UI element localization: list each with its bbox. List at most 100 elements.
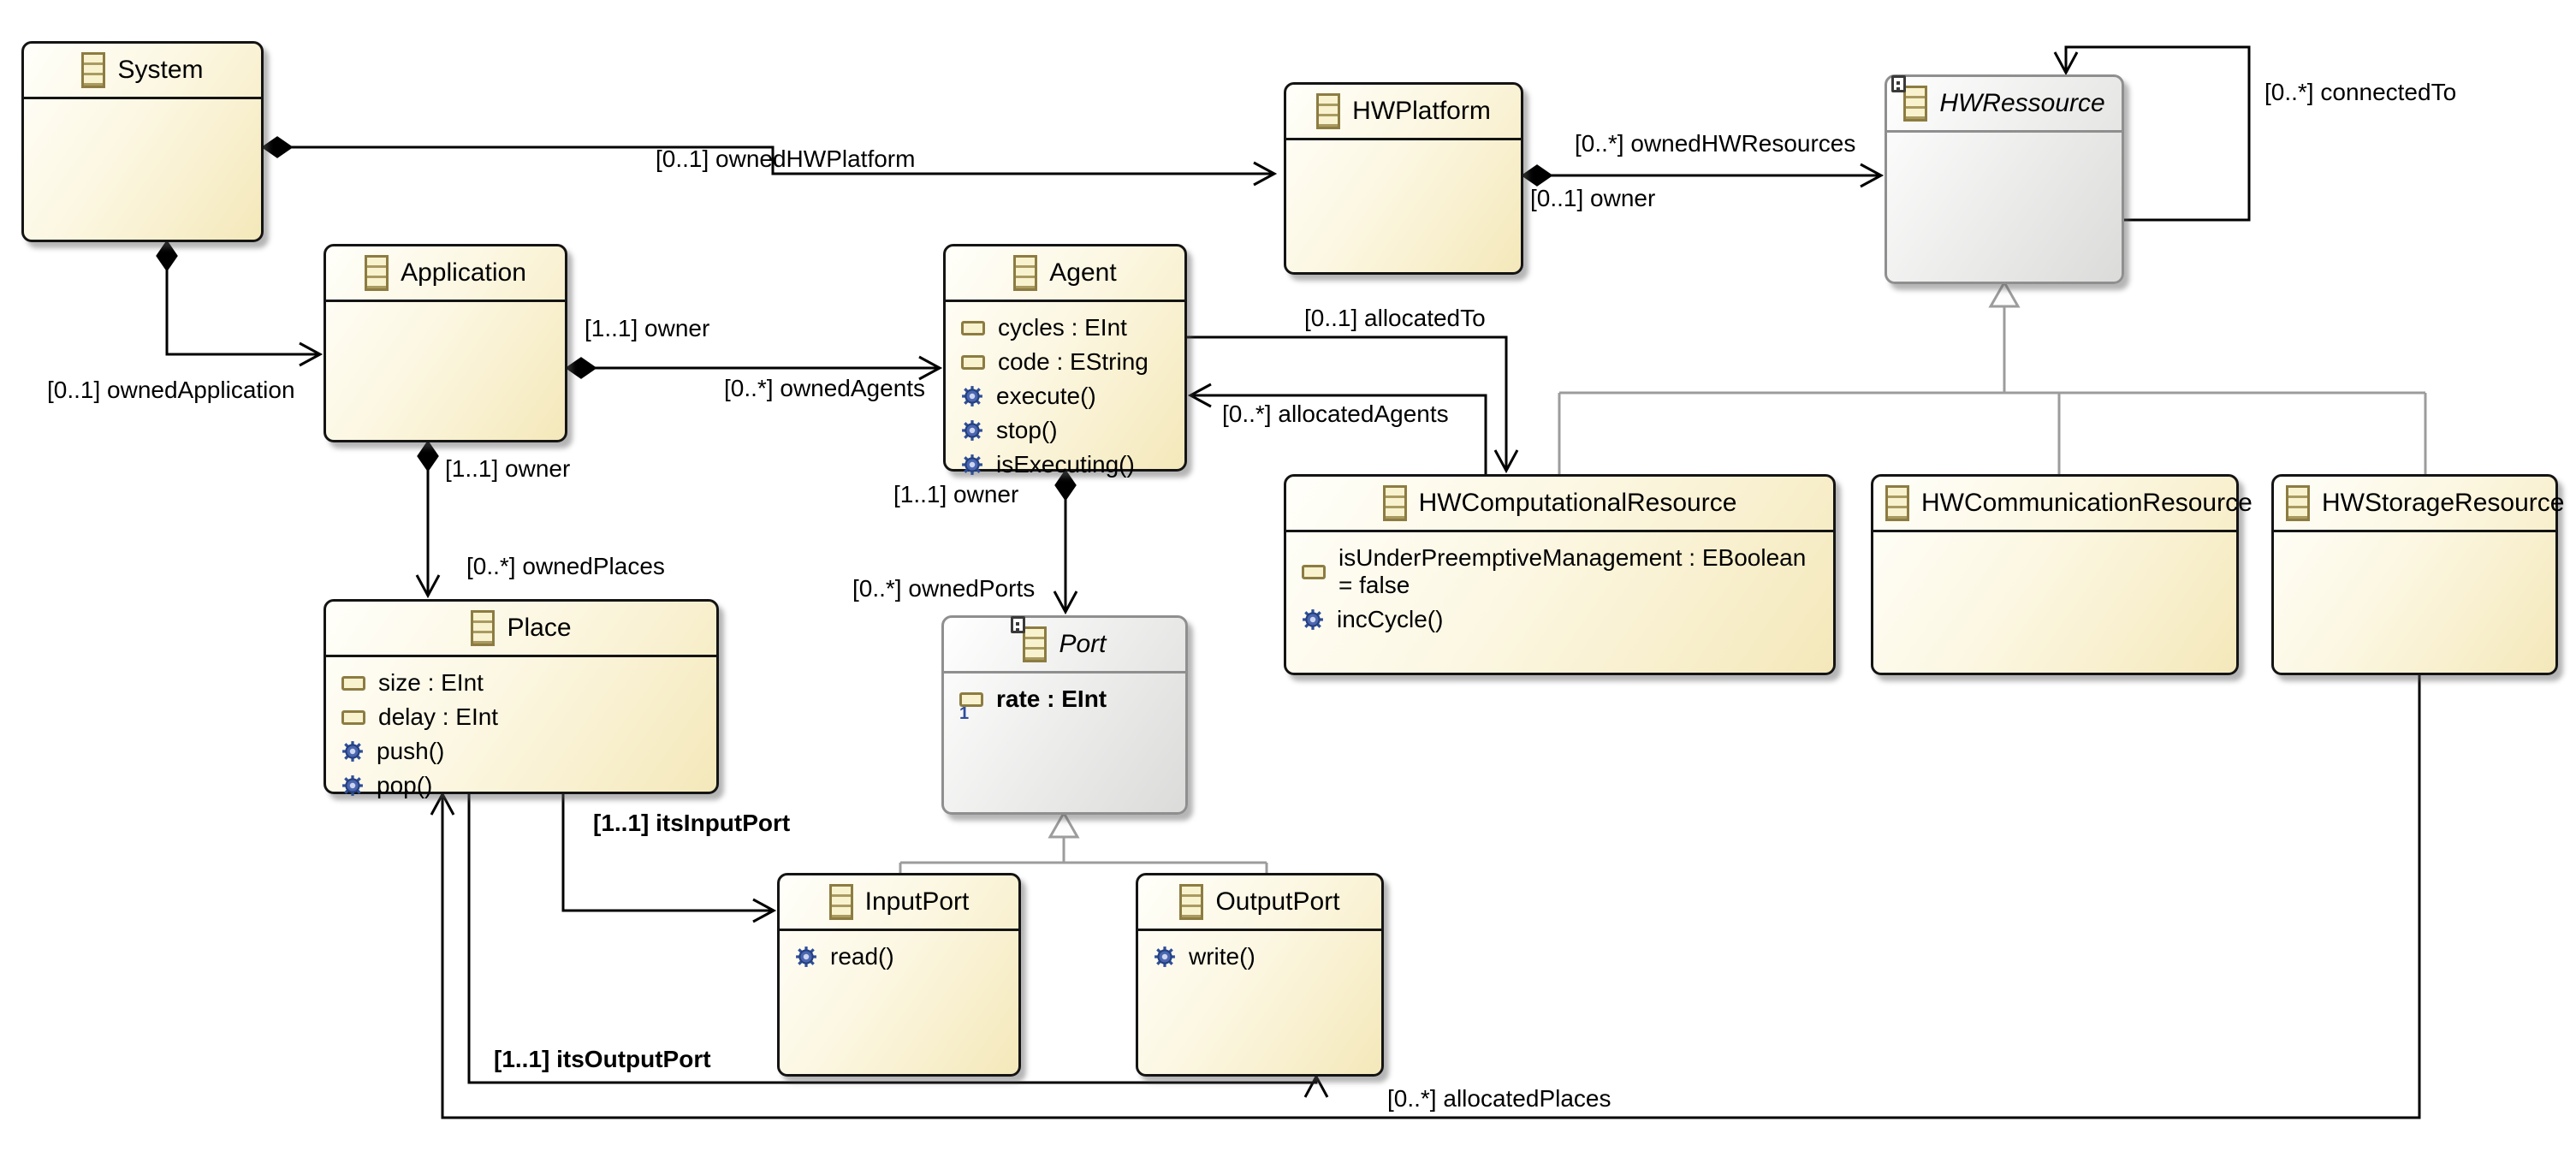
edge-label-itsoutputport[interactable]: [1..1] itsOutputPort	[494, 1046, 711, 1072]
edge-label-hwplatform-owner[interactable]: [0..1] owner	[1530, 185, 1656, 211]
open-arrow-icon	[1860, 163, 1885, 188]
attribute-row[interactable]: 1 rate : EInt	[944, 682, 1185, 723]
class-title: Place	[507, 614, 572, 642]
operation-label: isExecuting()	[996, 451, 1135, 478]
class-hwstorageresource[interactable]: HWStorageResource	[2271, 474, 2564, 675]
class-header: InputPort	[780, 875, 1018, 931]
attribute-label: code : EString	[998, 348, 1149, 375]
class-body: cycles : EInt code : EString execute() s…	[946, 302, 1184, 482]
operation-gear-icon	[1303, 609, 1323, 630]
edge-itsoutputport[interactable]	[467, 794, 1329, 1098]
edge-label-allocatedplaces[interactable]: [0..*] allocatedPlaces	[1387, 1085, 1611, 1112]
attribute-row[interactable]: code : EString	[946, 345, 1184, 379]
composition-diamond-icon	[261, 136, 294, 158]
class-header: Place	[326, 602, 716, 657]
class-inputport[interactable]: InputPort read()	[777, 873, 1021, 1077]
operation-label: write()	[1189, 943, 1255, 970]
class-application[interactable]: Application	[323, 244, 567, 442]
operation-gear-icon	[962, 386, 982, 406]
attribute-label: delay : EInt	[378, 703, 499, 730]
attribute-row[interactable]: isUnderPreemptiveManagement : EBoolean =…	[1286, 541, 1833, 602]
operation-label: stop()	[996, 417, 1058, 443]
open-arrow-icon	[299, 341, 323, 367]
composition-diamond-icon	[156, 240, 178, 272]
class-hwcomputationalresource[interactable]: HWComputationalResource isUnderPreemptiv…	[1284, 474, 1836, 675]
attribute-row[interactable]: cycles : EInt	[946, 311, 1184, 345]
class-header: Port	[944, 616, 1185, 674]
attribute-icon	[341, 675, 365, 691]
class-system[interactable]: System	[21, 41, 264, 242]
edge-allocatedagents[interactable]	[1187, 383, 1487, 474]
class-title: OutputPort	[1215, 887, 1340, 916]
edge-line	[1190, 394, 1487, 474]
edge-label-connectedto[interactable]: [0..*] connectedTo	[2264, 79, 2457, 105]
class-body: isUnderPreemptiveManagement : EBoolean =…	[1286, 532, 1833, 637]
attribute-label: isUnderPreemptiveManagement : EBoolean =…	[1338, 544, 1813, 598]
edge-label-port-owner[interactable]: [1..1] owner	[893, 481, 1019, 507]
operation-row[interactable]: push()	[326, 734, 716, 768]
edge-allocatedto[interactable]	[1187, 335, 1519, 474]
operation-row[interactable]: incCycle()	[1286, 602, 1833, 637]
operation-row[interactable]: read()	[780, 940, 1018, 974]
edge-generalization-hwressource[interactable]	[1558, 279, 2427, 474]
edge-label-allocatedagents[interactable]: [0..*] allocatedAgents	[1222, 401, 1449, 427]
edge-label-ownedapplication[interactable]: [0..1] ownedApplication	[47, 377, 295, 403]
operation-row[interactable]: stop()	[946, 413, 1184, 448]
class-agent[interactable]: Agent cycles : EInt code : EString execu…	[943, 244, 1187, 478]
operation-label: read()	[830, 943, 894, 970]
operation-row[interactable]: write()	[1138, 940, 1381, 974]
eclass-icon	[1885, 485, 1909, 521]
edge-line	[467, 794, 1318, 1084]
edge-label-place-owner[interactable]: [1..1] owner	[445, 455, 571, 482]
edge-ownedhwplatform[interactable]	[261, 136, 1278, 187]
abstract-eclass-icon	[1011, 616, 1048, 662]
class-outputport[interactable]: OutputPort write()	[1136, 873, 1384, 1077]
class-port[interactable]: Port 1 rate : EInt	[941, 615, 1188, 815]
operation-gear-icon	[796, 946, 816, 967]
eclass-icon	[81, 52, 106, 88]
operation-row[interactable]: pop()	[326, 768, 716, 803]
attribute-row[interactable]: size : EInt	[326, 666, 716, 700]
class-body	[2274, 532, 2555, 541]
hollow-triangle-icon	[1048, 810, 1080, 839]
edge-allocatedplaces[interactable]	[430, 675, 2421, 1119]
open-arrow-icon	[752, 898, 777, 923]
edge-itsinputport[interactable]	[561, 794, 777, 923]
edge-ownedhwresources[interactable]	[1521, 163, 1885, 188]
operation-gear-icon	[962, 420, 982, 441]
generalization-line	[1558, 306, 2427, 474]
class-title: HWStorageResource	[2322, 489, 2565, 517]
edge-ownedplaces[interactable]	[415, 440, 441, 599]
class-body	[24, 99, 261, 108]
operation-row[interactable]: execute()	[946, 379, 1184, 413]
edge-label-itsinputport[interactable]: [1..1] itsInputPort	[593, 810, 791, 836]
edge-ownedports[interactable]	[1053, 469, 1078, 615]
edge-ownedapplication[interactable]	[156, 240, 323, 367]
class-title: HWPlatform	[1352, 97, 1491, 125]
edge-label-ownedhwplatform[interactable]: [0..1] ownedHWPlatform	[656, 145, 916, 172]
edge-label-ownedagents[interactable]: [0..*] ownedAgents	[724, 375, 926, 401]
edge-ownedagents[interactable]	[565, 355, 943, 381]
class-hwplatform[interactable]: HWPlatform	[1284, 82, 1523, 275]
edge-generalization-port[interactable]	[899, 810, 1268, 873]
operation-label: push()	[377, 738, 445, 764]
operation-row[interactable]: isExecuting()	[946, 448, 1184, 482]
class-header: HWRessource	[1887, 75, 2122, 133]
class-hwressource[interactable]: HWRessource	[1885, 74, 2124, 284]
edge-label-ownedports[interactable]: [0..*] ownedPorts	[852, 575, 1036, 602]
edge-label-allocatedto[interactable]: [0..1] allocatedTo	[1304, 305, 1486, 331]
edge-label-ownedplaces[interactable]: [0..*] ownedPlaces	[466, 553, 665, 579]
edge-connectedto[interactable]	[2053, 45, 2251, 222]
operation-gear-icon	[962, 454, 982, 475]
required-attribute-icon: 1	[959, 692, 983, 723]
edge-label-ownedhwresources[interactable]: [0..*] ownedHWResources	[1575, 130, 1856, 157]
operation-label: execute()	[996, 383, 1096, 409]
class-hwcommunicationresource[interactable]: HWCommunicationResource	[1871, 474, 2253, 675]
attribute-row[interactable]: delay : EInt	[326, 700, 716, 734]
class-title: InputPort	[864, 887, 970, 916]
edge-label-agent-owner[interactable]: [1..1] owner	[585, 315, 710, 341]
class-place[interactable]: Place size : EInt delay : EInt push() po…	[323, 599, 719, 798]
lower-bound-indicator: 1	[959, 704, 970, 723]
eclass-icon	[471, 610, 496, 646]
edge-line	[561, 794, 774, 912]
